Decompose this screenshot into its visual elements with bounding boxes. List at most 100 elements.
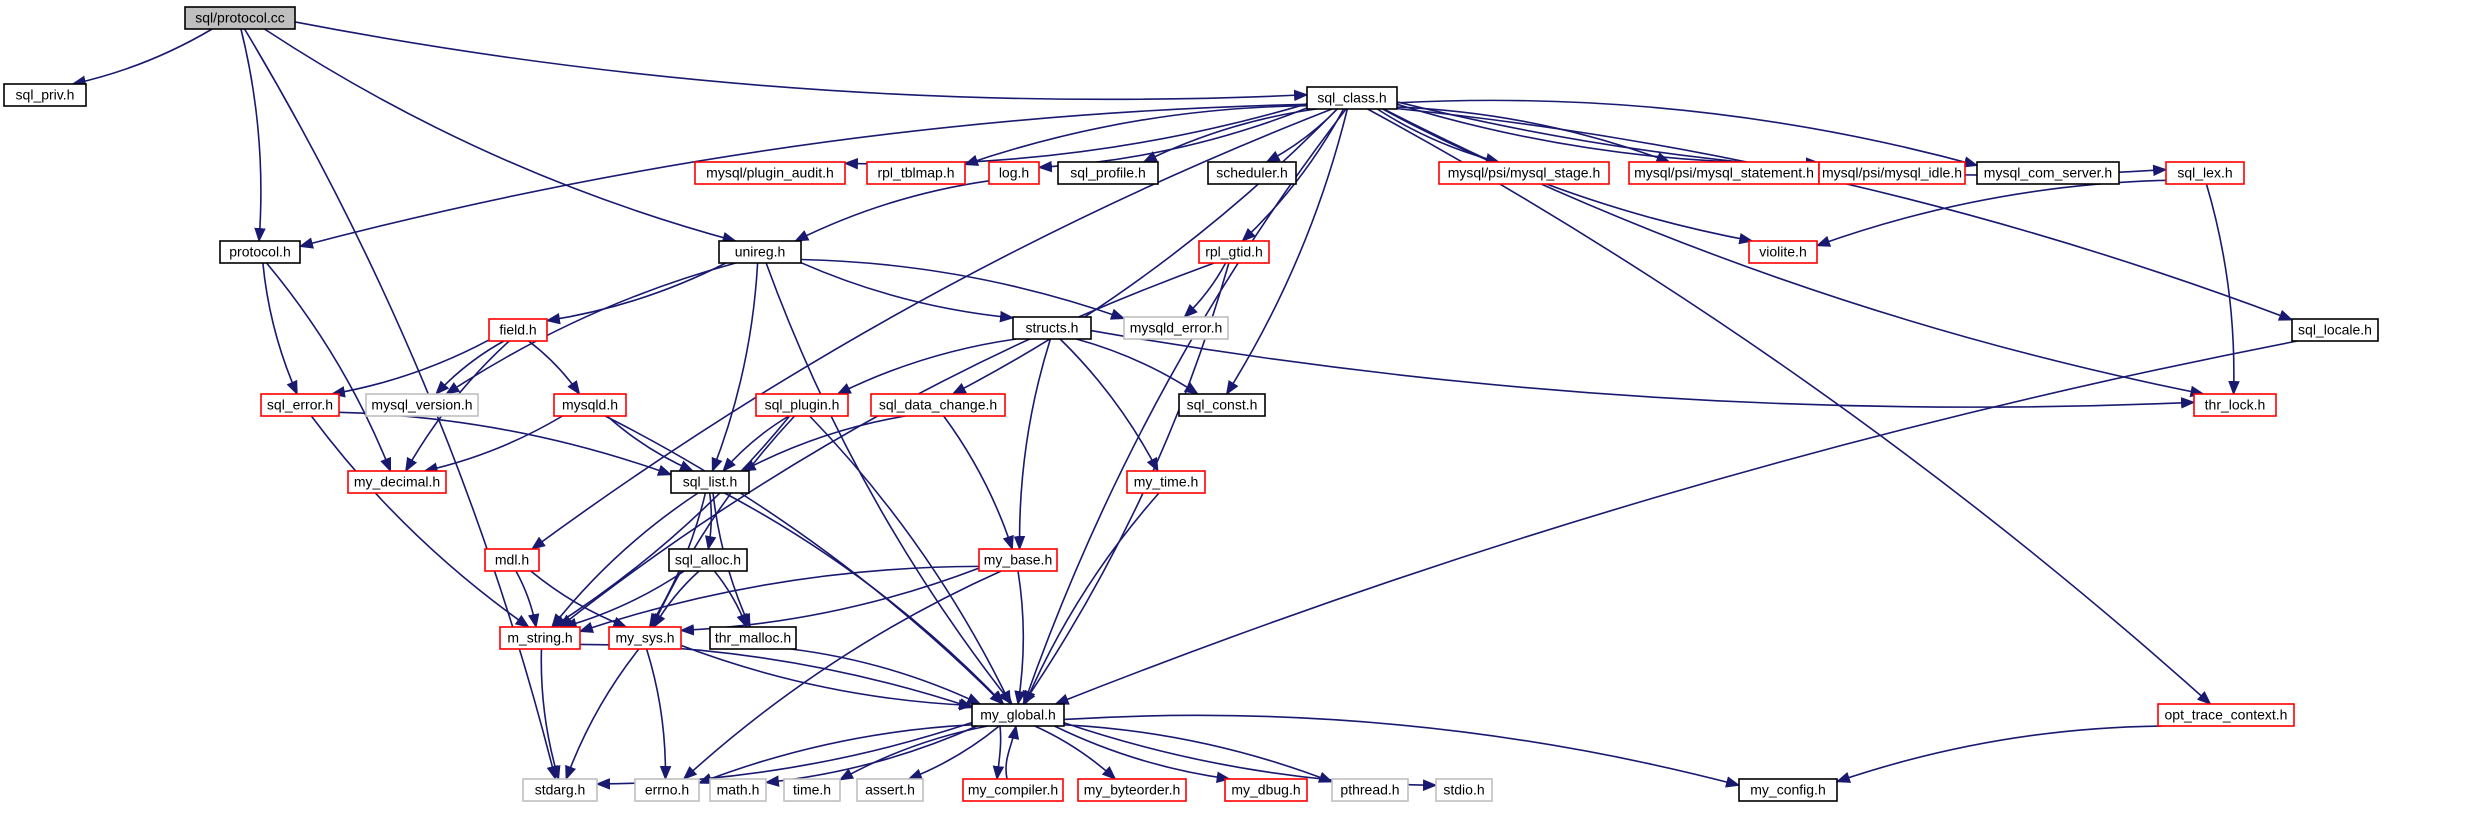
node-psi-idle[interactable]: mysql/psi/mysql_idle.h (1818, 161, 1966, 185)
node-box[interactable] (1748, 240, 1818, 264)
node-sql-locale[interactable]: sql_locale.h (2291, 318, 2379, 342)
node-box[interactable] (971, 703, 1065, 727)
node-box[interactable] (522, 778, 598, 802)
node-box[interactable] (1077, 778, 1187, 802)
node-assert[interactable]: assert.h (856, 778, 924, 802)
node-sql-data-change[interactable]: sql_data_change.h (870, 393, 1006, 417)
node-sql-list[interactable]: sql_list.h (670, 470, 750, 494)
node-box[interactable] (1126, 470, 1206, 494)
node-my-dbug[interactable]: my_dbug.h (1224, 778, 1308, 802)
node-my-decimal[interactable]: my_decimal.h (347, 470, 447, 494)
node-psi-stage[interactable]: mysql/psi/mysql_stage.h (1438, 161, 1610, 185)
node-box[interactable] (1331, 778, 1409, 802)
node-thr-lock[interactable]: thr_lock.h (2193, 393, 2277, 417)
node-rpl-tblmap[interactable]: rpl_tblmap.h (866, 161, 966, 185)
node-rpl-gtid[interactable]: rpl_gtid.h (1198, 240, 1270, 264)
node-sql-lex[interactable]: sql_lex.h (2165, 161, 2245, 185)
node-m-string[interactable]: m_string.h (499, 626, 581, 650)
node-box[interactable] (1438, 161, 1610, 185)
node-mysql-version[interactable]: mysql_version.h (365, 393, 479, 417)
node-box[interactable] (1198, 240, 1270, 264)
node-box[interactable] (1738, 778, 1838, 802)
node-box[interactable] (1123, 316, 1229, 340)
node-box[interactable] (499, 626, 581, 650)
node-plugin-audit[interactable]: mysql/plugin_audit.h (694, 161, 846, 185)
node-box[interactable] (365, 393, 479, 417)
node-box[interactable] (670, 470, 750, 494)
node-psi-statement[interactable]: mysql/psi/mysql_statement.h (1628, 161, 1820, 185)
node-box[interactable] (1178, 393, 1266, 417)
node-box[interactable] (1306, 86, 1398, 110)
node-sql-alloc[interactable]: sql_alloc.h (668, 548, 748, 572)
node-box[interactable] (608, 626, 682, 650)
node-box[interactable] (978, 548, 1058, 572)
node-sql-class[interactable]: sql_class.h (1306, 86, 1398, 110)
node-mdl[interactable]: mdl.h (484, 548, 540, 572)
node-box[interactable] (1818, 161, 1966, 185)
node-pthread[interactable]: pthread.h (1331, 778, 1409, 802)
node-box[interactable] (2165, 161, 2245, 185)
node-thr-malloc[interactable]: thr_malloc.h (709, 626, 797, 650)
node-my-compiler[interactable]: my_compiler.h (962, 778, 1064, 802)
node-box[interactable] (260, 393, 340, 417)
node-sql-const[interactable]: sql_const.h (1178, 393, 1266, 417)
node-box[interactable] (2157, 703, 2295, 727)
node-box[interactable] (2193, 393, 2277, 417)
node-box[interactable] (484, 548, 540, 572)
node-label: sql_locale.h (2298, 322, 2372, 338)
node-box[interactable] (1207, 161, 1297, 185)
node-my-time[interactable]: my_time.h (1126, 470, 1206, 494)
node-field[interactable]: field.h (488, 318, 548, 342)
node-box[interactable] (634, 778, 700, 802)
node-log-h[interactable]: log.h (988, 161, 1040, 185)
node-opt-trace-ctx[interactable]: opt_trace_context.h (2157, 703, 2295, 727)
node-my-global[interactable]: my_global.h (971, 703, 1065, 727)
node-box[interactable] (1057, 161, 1159, 185)
node-time[interactable]: time.h (783, 778, 841, 802)
node-sql-priv[interactable]: sql_priv.h (3, 83, 87, 107)
node-structs[interactable]: structs.h (1012, 316, 1092, 340)
node-box[interactable] (488, 318, 548, 342)
node-stdio[interactable]: stdio.h (1435, 778, 1493, 802)
node-box[interactable] (1435, 778, 1493, 802)
node-box[interactable] (1976, 161, 2120, 185)
node-sql-plugin[interactable]: sql_plugin.h (755, 393, 849, 417)
node-box[interactable] (668, 548, 748, 572)
node-scheduler[interactable]: scheduler.h (1207, 161, 1297, 185)
node-box[interactable] (709, 626, 797, 650)
node-unireg[interactable]: unireg.h (718, 240, 802, 264)
node-box[interactable] (347, 470, 447, 494)
node-box[interactable] (783, 778, 841, 802)
node-box[interactable] (1012, 316, 1092, 340)
node-box[interactable] (553, 393, 627, 417)
node-sql-profile[interactable]: sql_profile.h (1057, 161, 1159, 185)
node-box[interactable] (988, 161, 1040, 185)
node-box[interactable] (718, 240, 802, 264)
node-box[interactable] (870, 393, 1006, 417)
node-box[interactable] (856, 778, 924, 802)
node-box[interactable] (962, 778, 1064, 802)
node-my-base[interactable]: my_base.h (978, 548, 1058, 572)
node-box[interactable] (694, 161, 846, 185)
node-sql-error[interactable]: sql_error.h (260, 393, 340, 417)
node-box[interactable] (755, 393, 849, 417)
node-mysqld[interactable]: mysqld.h (553, 393, 627, 417)
node-protocol-h[interactable]: protocol.h (219, 240, 301, 264)
node-box[interactable] (2291, 318, 2379, 342)
node-com-server[interactable]: mysql_com_server.h (1976, 161, 2120, 185)
node-errno[interactable]: errno.h (634, 778, 700, 802)
node-my-sys[interactable]: my_sys.h (608, 626, 682, 650)
node-box[interactable] (3, 83, 87, 107)
node-box[interactable] (219, 240, 301, 264)
node-protocol-cc[interactable]: sql/protocol.cc (184, 6, 296, 30)
node-math[interactable]: math.h (709, 778, 767, 802)
node-my-config[interactable]: my_config.h (1738, 778, 1838, 802)
node-box[interactable] (184, 6, 296, 30)
node-mysqld-error[interactable]: mysqld_error.h (1123, 316, 1229, 340)
node-box[interactable] (1224, 778, 1308, 802)
node-my-byteorder[interactable]: my_byteorder.h (1077, 778, 1187, 802)
node-box[interactable] (709, 778, 767, 802)
node-box[interactable] (866, 161, 966, 185)
node-violite[interactable]: violite.h (1748, 240, 1818, 264)
node-stdarg[interactable]: stdarg.h (522, 778, 598, 802)
